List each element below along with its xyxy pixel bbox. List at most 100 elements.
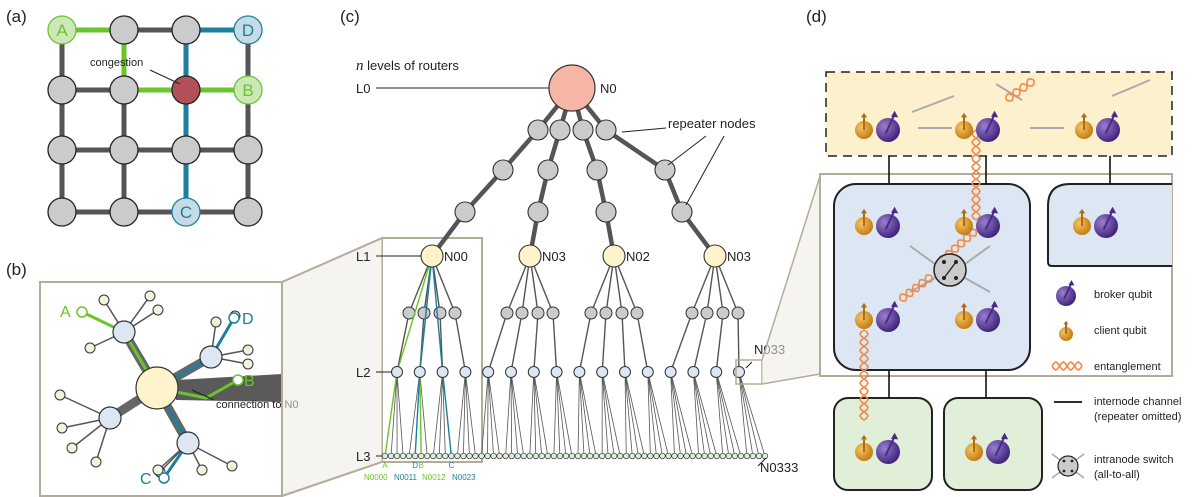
l2-edge <box>456 371 466 457</box>
sub-router <box>176 431 200 455</box>
repeater-pointer-2 <box>667 135 707 166</box>
l3-leaf <box>755 452 763 460</box>
grid-node <box>109 197 139 227</box>
entanglement-switch <box>899 274 933 301</box>
zoom-box-b <box>39 281 283 497</box>
panel-label-c: (c) <box>340 7 360 26</box>
endpoint-c-label: C <box>180 203 192 222</box>
legend-switch-spoke <box>1051 453 1061 461</box>
repeater-node <box>546 306 560 320</box>
legend-entanglement-icon <box>1051 361 1083 371</box>
l2-edge <box>465 371 476 457</box>
spin-arrowhead <box>860 302 868 308</box>
l2-router <box>459 366 472 378</box>
endpoint-b-label: B <box>242 81 253 100</box>
l2-edge <box>533 371 537 457</box>
l2-edge <box>670 371 681 457</box>
endpoint-a-label: A <box>60 304 71 321</box>
l3-leaf <box>387 452 395 460</box>
l3-leaf <box>478 452 485 460</box>
l1-router <box>602 244 626 268</box>
l3-leaf <box>496 452 503 460</box>
switch-port <box>1062 469 1066 473</box>
l1-edge <box>533 312 539 373</box>
leaf-id: N0011 <box>394 473 418 482</box>
leaf-node <box>90 456 102 468</box>
spin-arrowhead <box>1080 112 1088 118</box>
grid-node <box>47 135 77 165</box>
l2-edge <box>510 371 525 457</box>
panel-label-d: (d) <box>806 7 827 26</box>
l3-leaf <box>743 452 751 460</box>
l3-leaf <box>725 452 732 460</box>
l2-edge <box>693 371 718 457</box>
leaf-letter: A <box>382 461 388 470</box>
endpoint-a-label: A <box>56 21 68 40</box>
switch-link <box>964 245 991 265</box>
l3-leaf <box>713 452 720 460</box>
l3-leaf <box>665 452 672 460</box>
spin-arrowhead <box>1001 432 1009 440</box>
l3-leaf <box>574 452 582 460</box>
legend-switch-label: intranode switch <box>1094 454 1174 466</box>
leaf-node <box>196 464 208 476</box>
l3-leaf <box>629 452 636 460</box>
repeater-node <box>584 306 598 320</box>
repeater-node <box>700 306 714 320</box>
repeater-nodes-label: repeater nodes <box>668 116 756 131</box>
route-c <box>431 255 453 457</box>
endpoint-d-label: D <box>242 311 254 328</box>
legend-switch-spoke <box>1051 471 1061 479</box>
grid-node <box>109 135 139 165</box>
l3-leaf <box>532 452 539 460</box>
switch-link <box>911 95 955 113</box>
l3-leaf <box>707 452 714 460</box>
grid-node <box>171 197 201 227</box>
l2-edge <box>738 371 754 457</box>
repeater-node <box>531 306 545 320</box>
endpoint-b-label: B <box>244 373 255 390</box>
grid-node <box>109 15 139 45</box>
route-d-c <box>183 27 248 212</box>
leaf-node <box>84 342 96 354</box>
spin-arrowhead <box>891 110 899 118</box>
level-label: L2 <box>356 365 370 380</box>
zoom-connectors-cd <box>735 175 821 385</box>
l1-edge <box>487 312 508 373</box>
parent-node-box <box>825 71 1173 157</box>
l2-edge <box>556 371 561 457</box>
l3-leaf <box>689 452 696 460</box>
l3-leaf <box>647 452 654 460</box>
l3-leaf <box>508 452 515 460</box>
leaf-node <box>98 294 110 306</box>
leaf-letter: C <box>448 461 454 470</box>
l2-edge <box>601 371 609 457</box>
repeater-node <box>599 306 613 320</box>
l3-leaf <box>544 452 552 460</box>
spin-arrowhead <box>991 206 999 214</box>
spin-arrowhead <box>960 208 968 214</box>
entanglement-child <box>859 329 869 421</box>
grid-node <box>109 75 139 105</box>
l3-leaf <box>623 452 630 460</box>
repeater-pointer-3 <box>685 135 725 206</box>
repeater-pointer-1 <box>621 127 667 133</box>
legend-channel-label: internode channel <box>1094 396 1181 408</box>
hub-router <box>135 366 179 410</box>
spin-arrow <box>994 435 1006 457</box>
legend-switch-spoke <box>1075 471 1085 479</box>
l1-edge <box>552 312 558 373</box>
l1-router <box>703 244 727 268</box>
l2-edge <box>529 371 535 457</box>
l2-router <box>733 366 745 378</box>
repeater-node <box>716 306 730 320</box>
spin-arrow <box>1063 282 1073 300</box>
l3-leaf <box>448 452 455 460</box>
repeater-node <box>417 306 431 320</box>
l0-l1-link <box>430 128 540 258</box>
l3-leaf <box>586 452 594 460</box>
n0333-pointer <box>757 457 767 467</box>
zoom-wedge-cd <box>762 176 820 384</box>
